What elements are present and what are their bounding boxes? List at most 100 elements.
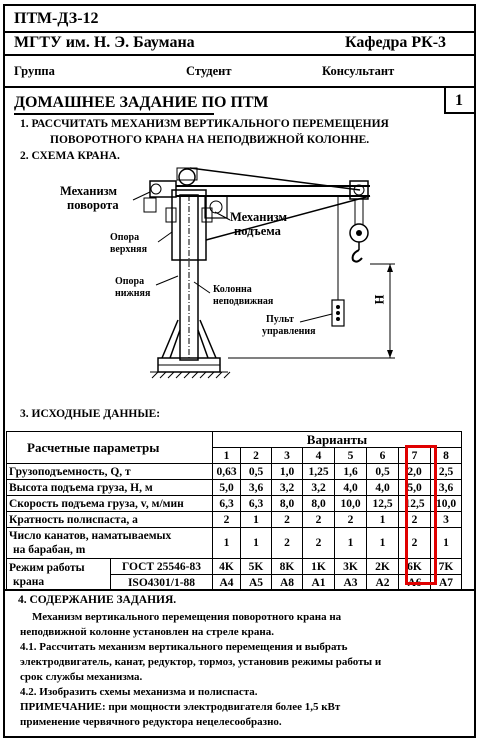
table-cell: 1 [240,511,272,528]
section-4-text: 4.2. Изобразить схемы механизма и полисп… [20,686,258,698]
divider [3,54,476,56]
table-row: Грузоподъемность, Q, т 0,63 0,5 1,0 1,25… [6,463,462,480]
table-cell: 2 [334,511,367,528]
divider [3,589,476,591]
label-slewing-mechanism: Механизм поворота [60,184,119,212]
row-label: Высота подъема груза, H, м [6,479,213,496]
table-cell: 2 [302,511,335,528]
note-text: ПРИМЕЧАНИЕ: при мощности электродвигател… [20,701,341,713]
table-cell: 8,0 [302,495,335,512]
title-underline [14,113,214,115]
table-cell: 1 [366,511,399,528]
page-frame [3,4,476,738]
row-label: Скорость подъема груза, v, м/мин [6,495,213,512]
table-cell: 2 [271,527,303,559]
label-height: H [372,294,387,305]
consultant-label: Консультант [322,64,395,78]
variant-number: 1 [212,447,241,464]
task-2: 2. СХЕМА КРАНА. [20,150,120,162]
table-cell: 2K [366,558,399,575]
table-cell: 1,0 [271,463,303,480]
table-row: Число канатов, наматываемых на барабан, … [6,527,462,559]
row-label-mode: Режим работы крана [6,558,111,591]
table-cell: 7K [430,558,462,575]
section-4-heading: 4. СОДЕРЖАНИЕ ЗАДАНИЯ. [18,594,177,606]
doc-code: ПТМ-ДЗ-12 [14,10,99,27]
table-row: Скорость подъема груза, v, м/мин 6,3 6,3… [6,495,462,512]
table-cell: 2 [398,527,431,559]
table-cell: 8,0 [271,495,303,512]
table-header-row: Расчетные параметры Варианты [6,431,462,464]
page-number-box [444,88,476,114]
table-cell: 4,0 [366,479,399,496]
variant-number: 8 [430,447,462,464]
section-4-text: 4.1. Рассчитать механизм вертикального п… [20,641,348,653]
section-3-heading: 3. ИСХОДНЫЕ ДАННЫЕ: [20,408,161,420]
table-cell: 3,2 [302,479,335,496]
table-cell: 1,6 [334,463,367,480]
variant-number: 6 [366,447,399,464]
variant-number: 3 [271,447,303,464]
table-cell: 0,63 [212,463,241,480]
note-text: применение червячного редуктора нецелесо… [20,716,282,728]
table-cell: 10,0 [334,495,367,512]
table-cell: 1,25 [302,463,335,480]
table-cell: 1 [240,527,272,559]
table-cell: 1K [302,558,335,575]
task-1-line-2: ПОВОРОТНОГО КРАНА НА НЕПОДВИЖНОЙ КОЛОННЕ… [50,134,370,146]
section-4-text: срок службы механизма. [20,671,143,683]
table-cell: 0,5 [366,463,399,480]
table-cell: 6,3 [212,495,241,512]
gost-label: ГОСТ 25546-83 [110,558,213,575]
table-cell: 4K [212,558,241,575]
department-name: Кафедра РК-3 [345,34,447,51]
table-cell: 5K [240,558,272,575]
table-cell: 3,2 [271,479,303,496]
table-cell: 3,6 [240,479,272,496]
table-cell: 6,3 [240,495,272,512]
label-fixed-column: Колонна неподвижная [213,284,274,307]
variant-number: 2 [240,447,272,464]
table-cell: 2,5 [430,463,462,480]
table-row: Режим работы крана ГОСТ 25546-83 4K 5K 8… [6,558,462,591]
student-label: Студент [186,64,232,78]
doc-title: ДОМАШНЕЕ ЗАДАНИЕ ПО ПТМ [14,94,269,111]
table-cell: 5,0 [212,479,241,496]
section-4-text: неподвижной колонне установлен на стреле… [20,626,274,638]
table-cell: 12,5 [366,495,399,512]
row-label: Грузоподъемность, Q, т [6,463,213,480]
table-row: Кратность полиспаста, a 2 1 2 2 2 1 2 3 [6,511,462,528]
table-cell: 3K [334,558,367,575]
table-cell: 8K [271,558,303,575]
table-cell: 1 [366,527,399,559]
section-4-text: электродвигатель, канат, редуктор, тормо… [20,656,382,668]
source-data-table: Расчетные параметры Варианты 1 2 3 4 5 6… [6,431,462,591]
table-cell: 4,0 [334,479,367,496]
table-cell: 0,5 [240,463,272,480]
table-cell: A3 [334,574,367,591]
divider [3,86,476,88]
table-row: Высота подъема груза, H, м 5,0 3,6 3,2 3… [6,479,462,496]
variant-number: 5 [334,447,367,464]
university-name: МГТУ им. Н. Э. Баумана [14,34,195,51]
variant-number: 4 [302,447,335,464]
group-label: Группа [14,64,55,78]
page-number: 1 [455,92,463,109]
label-upper-support: Опора верхняя [110,232,147,255]
label-lower-support: Опора нижняя [115,276,151,299]
table-cell: 2 [212,511,241,528]
label-control-pendant: Пульт управления [262,314,316,337]
param-header: Расчетные параметры [6,431,213,464]
label-lifting-mechanism: Механизм подъема [230,210,288,238]
variant-7-highlight [405,445,437,585]
table-cell: 1 [212,527,241,559]
task-1-line-1: 1. РАССЧИТАТЬ МЕХАНИЗМ ВЕРТИКАЛЬНОГО ПЕР… [20,118,389,130]
table-cell: 1 [334,527,367,559]
table-cell: 2 [302,527,335,559]
row-label-ropes: Число канатов, наматываемых на барабан, … [6,527,213,559]
table-cell: 2 [271,511,303,528]
divider [3,31,476,33]
section-4-text: Механизм вертикального перемещения повор… [32,611,342,623]
row-label: Кратность полиспаста, a [6,511,213,528]
